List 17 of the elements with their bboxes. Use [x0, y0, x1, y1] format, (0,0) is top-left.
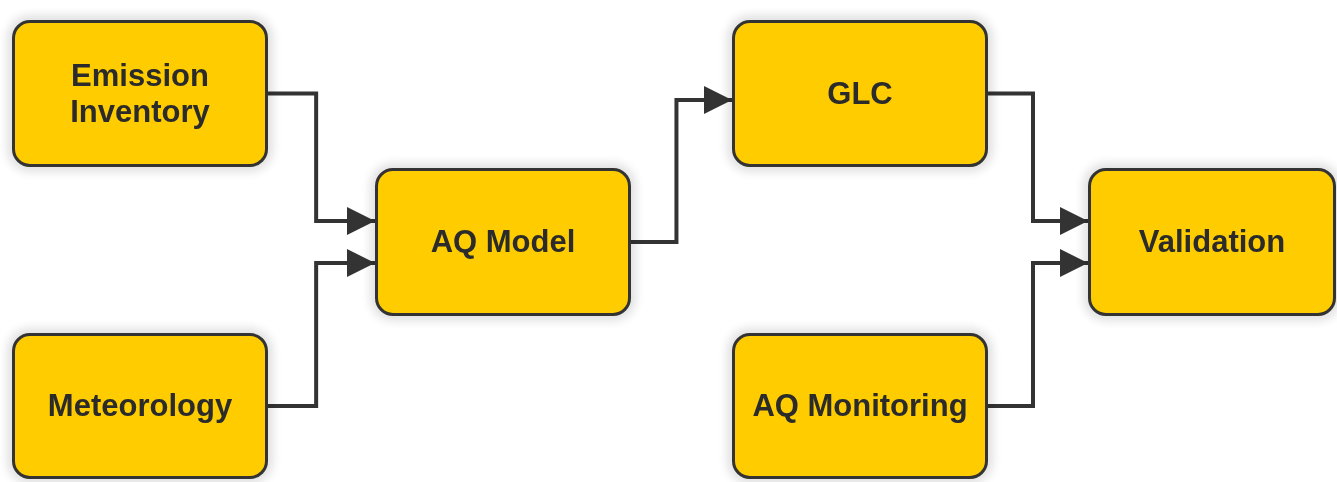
box-label: Validation — [1138, 224, 1286, 260]
box-label: GLC — [827, 75, 893, 112]
process-box — [375, 168, 631, 316]
box-label: AQ Model — [430, 224, 576, 260]
arrow — [988, 91, 1088, 235]
box-label: AQ Monitoring — [752, 388, 968, 424]
arrow — [268, 91, 375, 235]
process-box — [12, 20, 268, 167]
box-label: Emission Inventory — [69, 57, 211, 130]
arrow — [631, 86, 732, 244]
arrow — [988, 249, 1088, 408]
process-box — [12, 333, 268, 479]
box-label: Meteorology — [47, 388, 233, 424]
arrow — [268, 249, 375, 408]
process-box — [732, 20, 988, 167]
process-box — [1088, 168, 1336, 316]
process-box — [732, 333, 988, 479]
